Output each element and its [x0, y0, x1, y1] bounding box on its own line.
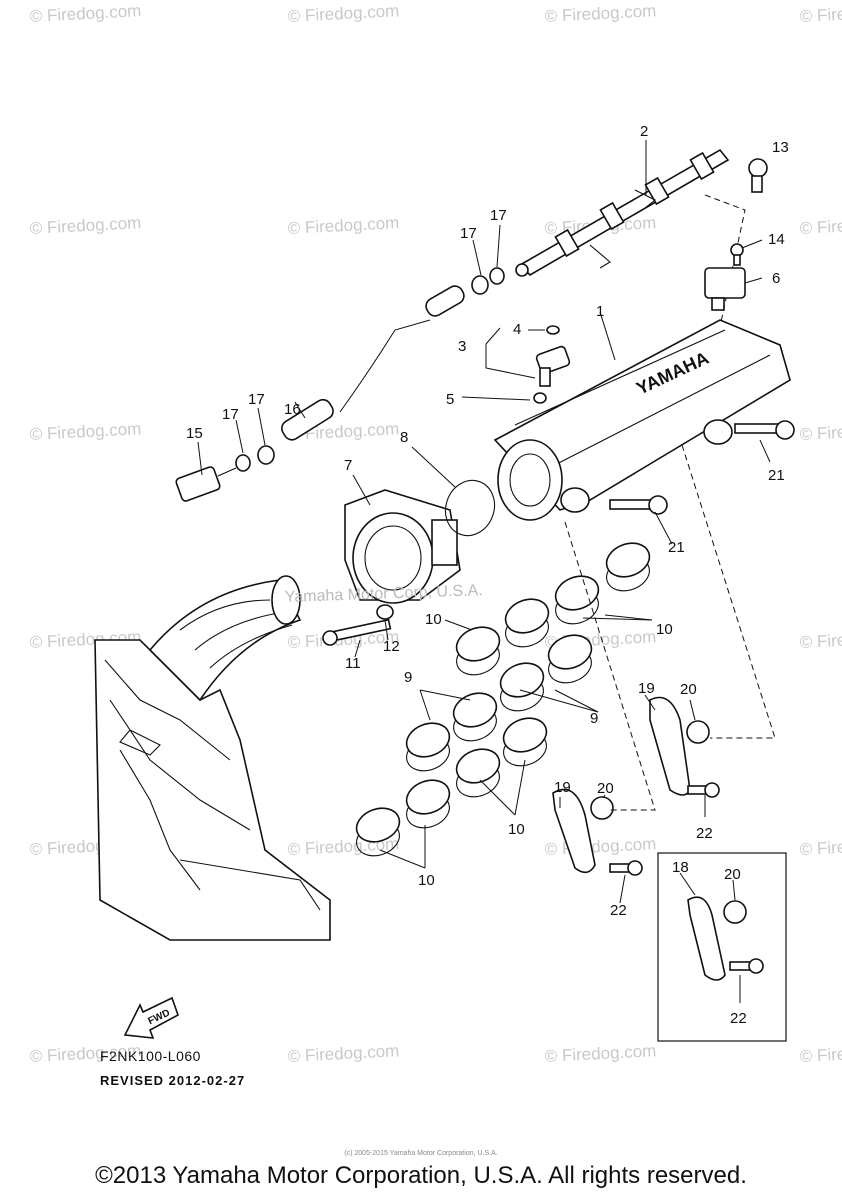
- callout-number: 6: [772, 270, 780, 287]
- fuel-injector: [533, 325, 571, 404]
- watermark-text: © Firedog.com: [287, 213, 400, 238]
- intake-joint: [452, 692, 498, 742]
- callout-number: 11: [345, 655, 361, 672]
- callout-number: 16: [284, 401, 301, 418]
- watermark-text: © Firedog.com: [799, 213, 842, 238]
- callout-number: 9: [590, 710, 598, 727]
- watermark-text: © Firedog.com: [29, 1, 142, 26]
- callout-number: 10: [425, 611, 442, 628]
- callout-number: 2: [640, 123, 648, 140]
- callout-number: 10: [508, 821, 525, 838]
- callout-number: 20: [597, 780, 614, 797]
- hose-clamp: [502, 717, 548, 767]
- callout-number: 8: [400, 429, 408, 446]
- callout-number: 5: [446, 391, 454, 408]
- watermark-text: © Firedog.com: [544, 834, 657, 859]
- sensor-6: [704, 243, 746, 311]
- callout-number: 20: [724, 866, 741, 883]
- inset-box: [657, 852, 787, 1042]
- center-watermark: Yamaha Motor Corp, U.S.A.: [285, 582, 483, 606]
- callout-number: 21: [768, 467, 785, 484]
- watermark-text: © Firedog.com: [799, 419, 842, 444]
- callout-number: 14: [768, 231, 785, 248]
- callout-number: 19: [554, 779, 571, 796]
- callout-number: 21: [668, 539, 685, 556]
- callout-number: 12: [383, 638, 400, 655]
- watermark-text: © Firedog.com: [799, 834, 842, 859]
- hose-clamp: [355, 807, 401, 857]
- intake-joint: [499, 662, 545, 712]
- watermark-text: © Firedog.com: [29, 419, 142, 444]
- leader-lines: [197, 140, 776, 904]
- callout-number: 15: [186, 425, 203, 442]
- throttle-body: [344, 479, 496, 604]
- tiny-notice: (c) 2005-2015 Yamaha Motor Corporation, …: [344, 1150, 498, 1157]
- callout-number: 10: [418, 872, 435, 889]
- callout-number: 20: [680, 681, 697, 698]
- watermark-text: © Firedog.com: [287, 1, 400, 26]
- callout-number: 17: [460, 225, 477, 242]
- callout-number: 3: [458, 338, 466, 355]
- hose-clamp: [605, 542, 651, 592]
- hose-clamp: [405, 779, 451, 829]
- callout-number: 22: [696, 825, 713, 842]
- intake-housing: [94, 575, 331, 941]
- diagram-code: F2NK100-L060: [100, 1048, 201, 1064]
- intake-joint: [547, 634, 593, 684]
- bolt-11: [322, 604, 394, 646]
- hose-clamp: [455, 748, 501, 798]
- intake-manifold: YAMAHA: [493, 319, 791, 521]
- callout-number: 22: [730, 1010, 747, 1027]
- callout-number: 1: [596, 303, 604, 320]
- callout-number: 22: [610, 902, 627, 919]
- revised-date: REVISED 2012-02-27: [100, 1073, 246, 1088]
- hose-clamp: [504, 598, 550, 648]
- watermark-text: © Firedog.com: [799, 627, 842, 652]
- bolt-13: [748, 158, 768, 193]
- callout-number: 18: [672, 859, 689, 876]
- callout-number: 17: [222, 406, 239, 423]
- callout-number: 7: [344, 457, 352, 474]
- watermark-text: © Firedog.com: [544, 1, 657, 26]
- hose-clamp: [455, 626, 501, 676]
- callout-number: 19: [638, 680, 655, 697]
- intake-joint: [405, 722, 451, 772]
- fuel-hose: [175, 267, 505, 502]
- watermark-text: © Firedog.com: [544, 1041, 657, 1066]
- gaskets-caps: [552, 696, 720, 876]
- bolt-21: [609, 420, 795, 515]
- callout-number: 9: [404, 669, 412, 686]
- callout-number: 17: [490, 207, 507, 224]
- watermark-text: © Firedog.com: [799, 1041, 842, 1066]
- callout-number: 10: [656, 621, 673, 638]
- callout-labels: 1234567899101010101112131415161717171718…: [186, 123, 789, 1027]
- fwd-arrow-icon: FWD: [123, 996, 179, 1039]
- copyright-notice: ©2013 Yamaha Motor Corporation, U.S.A. A…: [95, 1162, 747, 1189]
- callout-number: 13: [772, 139, 789, 156]
- watermark-text: © Firedog.com: [287, 1041, 400, 1066]
- hose-clamp: [554, 575, 600, 625]
- callout-number: 17: [248, 391, 265, 408]
- watermark-text: © Firedog.com: [29, 213, 142, 238]
- clamps-and-joints: [355, 542, 651, 857]
- callout-number: 4: [513, 321, 521, 338]
- fuel-rail: [515, 148, 730, 277]
- watermark-text: © Firedog.com: [799, 1, 842, 26]
